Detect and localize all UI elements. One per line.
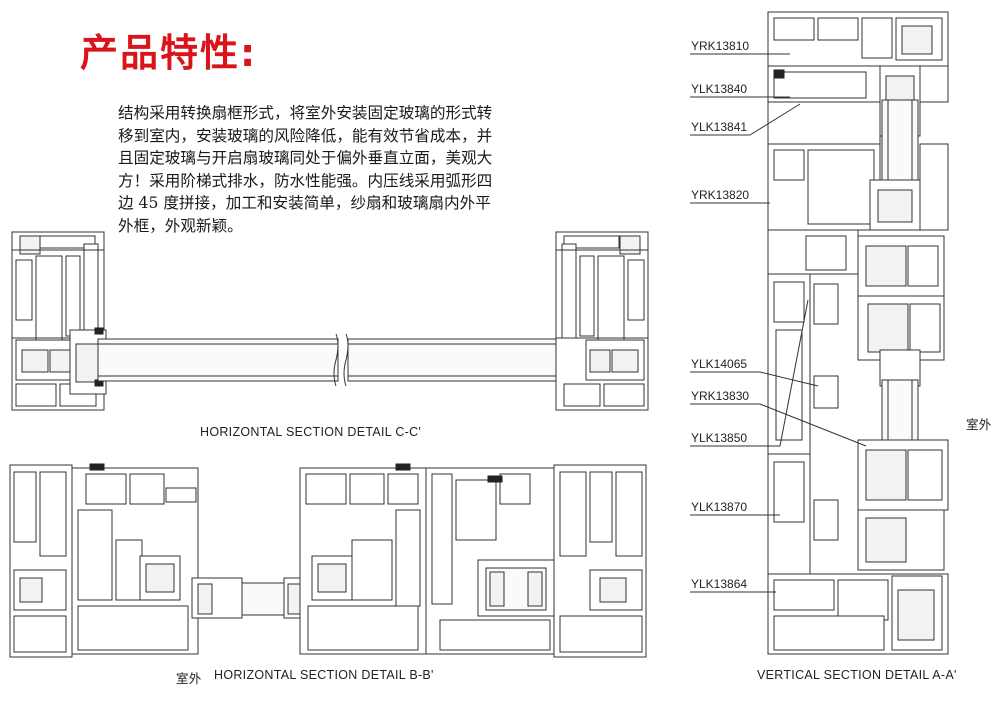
- part-label: YLK13841: [691, 120, 748, 134]
- section-bb-drawing: [9, 463, 647, 658]
- part-label: YLK13840: [691, 82, 748, 96]
- page-title: 产品特性:: [80, 31, 258, 75]
- description-line: 边 45 度拼接，加工和安装简单，纱扇和玻璃扇内外平: [118, 194, 491, 212]
- caption-horizontal-bb: HORIZONTAL SECTION DETAIL B-B': [214, 668, 434, 682]
- description-line: 移到室内，安装玻璃的风险降低，能有效节省成本，并: [118, 126, 493, 145]
- part-label: YLK13850: [691, 431, 748, 445]
- caption-vertical-aa: VERTICAL SECTION DETAIL A-A': [757, 668, 957, 682]
- caption-horizontal-bb-prefix: 室外: [176, 672, 202, 686]
- part-label: YRK13820: [691, 188, 750, 202]
- part-label: YRK13810: [691, 39, 750, 53]
- part-label: YLK13864: [691, 577, 748, 591]
- section-aa-drawing: [690, 11, 949, 655]
- description-line: 且固定玻璃与开启扇玻璃同处于偏外垂直立面，美观大: [118, 149, 493, 167]
- part-label: YLK14065: [691, 357, 748, 371]
- part-label: YLK13870: [691, 500, 748, 514]
- caption-horizontal-cc: HORIZONTAL SECTION DETAIL C-C': [200, 425, 422, 439]
- caption-outdoor: 室外: [966, 418, 992, 432]
- description-line: 结构采用转换扇框形式，将室外安装固定玻璃的形式转: [118, 104, 493, 122]
- part-label: YRK13830: [691, 389, 750, 403]
- description-line: 外框，外观新颖。: [118, 216, 243, 235]
- description-line: 方！采用阶梯式排水，防水性能强。内压线采用弧形四: [118, 171, 493, 190]
- description: 结构采用转换扇框形式，将室外安装固定玻璃的形式转 移到室内，安装玻璃的风险降低，…: [118, 102, 556, 237]
- section-cc-drawing: [11, 231, 649, 411]
